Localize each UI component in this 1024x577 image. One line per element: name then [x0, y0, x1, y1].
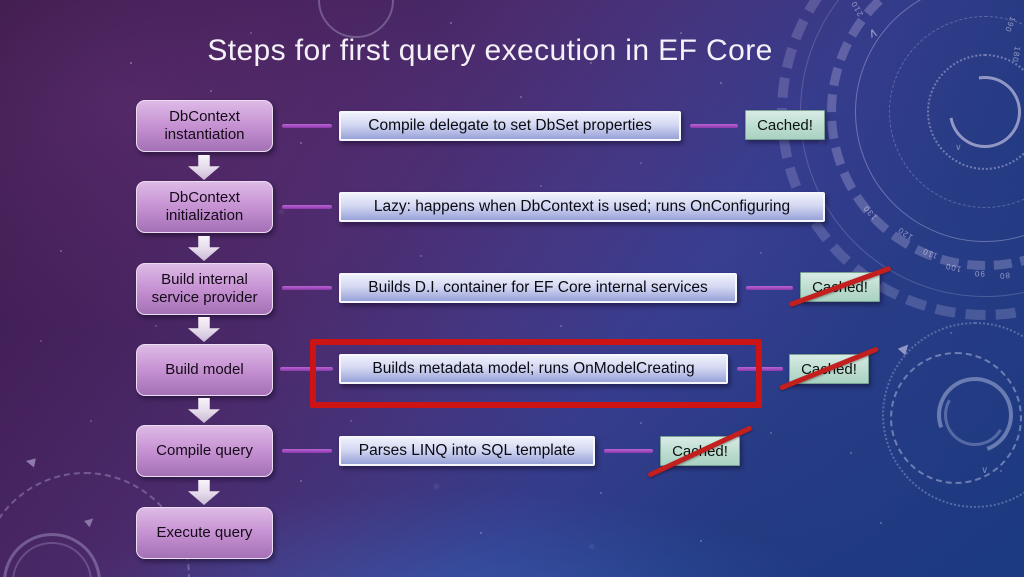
detail-parses-linq: Parses LINQ into SQL template: [339, 436, 595, 466]
chevron-down-icon: ∨: [955, 142, 962, 152]
slide-title: Steps for first query execution in EF Co…: [207, 34, 773, 67]
down-arrow-icon: [188, 236, 220, 261]
down-arrow-icon: [188, 398, 220, 423]
chevron-down-icon: ∨: [981, 465, 989, 476]
step-dbcontext-instantiation: DbContext instantiation: [136, 100, 273, 152]
dial-number: 80: [998, 270, 1011, 281]
arrow-left-icon: ◀: [24, 453, 37, 469]
dial-number: 90: [973, 268, 986, 279]
step-build-model: Build model: [136, 344, 273, 396]
connector-line: [282, 286, 332, 290]
down-arrow-icon: [188, 317, 220, 342]
connector-line: [282, 205, 332, 209]
cached-badge: Cached!: [745, 110, 825, 140]
step-build-internal-service-provider: Build internal service provider: [136, 263, 273, 315]
down-arrow-icon: [188, 155, 220, 180]
connector-line: [282, 124, 332, 128]
connector-line: [280, 367, 333, 371]
step-dbcontext-initialization: DbContext initialization: [136, 181, 273, 233]
connector-line: [737, 367, 783, 371]
detail-compile-delegate: Compile delegate to set DbSet properties: [339, 111, 681, 141]
step-execute-query: Execute query: [136, 507, 273, 559]
connector-line: [746, 286, 793, 290]
detail-metadata-model: Builds metadata model; runs OnModelCreat…: [339, 354, 728, 384]
starfield-soft: [0, 0, 3, 3]
step-compile-query: Compile query: [136, 425, 273, 477]
detail-di-container: Builds D.I. container for EF Core intern…: [339, 273, 737, 303]
connector-line: [282, 449, 332, 453]
connector-line: [690, 124, 738, 128]
hud-circle: [318, 0, 394, 38]
detail-lazy-onconfiguring: Lazy: happens when DbContext is used; ru…: [339, 192, 825, 222]
down-arrow-icon: [188, 480, 220, 505]
connector-line: [604, 449, 653, 453]
